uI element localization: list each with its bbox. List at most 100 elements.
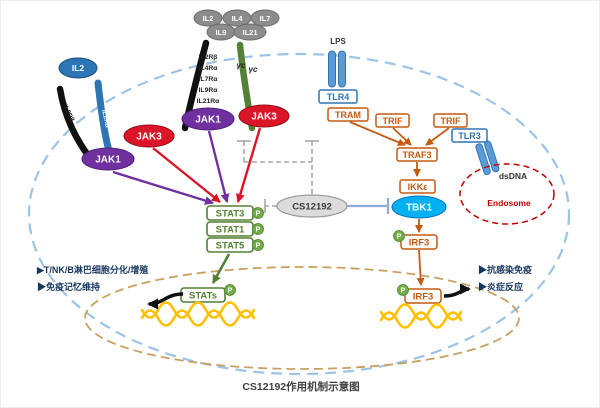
- arrow-stats-to-left-annotations: [147, 292, 184, 310]
- traf3-box: [396, 147, 438, 162]
- receptor-label-il9ra: IL9Rα: [199, 87, 219, 94]
- stat5-label: STAT5: [216, 240, 245, 251]
- endosome-outline: [459, 163, 555, 225]
- jak3-right-ellipse: [238, 104, 290, 128]
- figure-caption: CS12192作用机制示意图: [242, 380, 359, 393]
- stat-stack: STAT3 P STAT1 P STAT5 P: [206, 205, 264, 253]
- inhibitor-cs12192: CS12192: [237, 140, 390, 218]
- il2rb-black-band: [56, 85, 94, 162]
- gamma-c-label-1: γc: [237, 61, 246, 70]
- tlr4-label: TLR4: [327, 92, 350, 102]
- jak1-left-label: JAK1: [95, 155, 121, 166]
- irf3-nuclear-label: IRF3: [413, 291, 434, 302]
- cytokine-il4-label: IL4: [232, 14, 244, 23]
- jak1-right-ellipse: [181, 107, 235, 131]
- arrow-jak3-left-to-stat: [152, 147, 221, 203]
- receptor-label-il7ra: IL7Rα: [199, 76, 219, 83]
- ikke-box: [399, 179, 436, 194]
- arrow-trif-left-to-traf3: [392, 127, 412, 146]
- tlr3-label: TLR3: [458, 131, 481, 141]
- il2-receptor-cluster-left: IL2 IL2Rβ IL2Rα: [56, 57, 114, 162]
- jak-stat-arrows: [112, 127, 262, 205]
- tbk1-label: TBK1: [406, 203, 433, 214]
- tlr3-receptor-capsule-2: [483, 140, 500, 173]
- tlr3-box: [451, 128, 488, 143]
- stat1-label: STAT1: [216, 224, 245, 235]
- annotation-right-line2: ▶炎症反应: [478, 281, 523, 292]
- endosome-label: Endosome: [487, 198, 531, 208]
- tbk1-ellipse: [391, 195, 447, 219]
- tlr4-receptor-capsule-1: [328, 50, 336, 88]
- cytokine-il2-ellipse: [193, 9, 223, 27]
- arrow-stat-to-nucleus: [211, 253, 231, 284]
- irf3-nuclear-phospho-label: P: [401, 288, 406, 295]
- stats-phospho-label: P: [228, 288, 233, 295]
- nucleus-outline: [84, 266, 520, 370]
- irf3-phospho-label: P: [397, 234, 402, 241]
- jak1-right-label: JAK1: [195, 115, 221, 126]
- dna-helix-left-strand2: [140, 309, 256, 327]
- jak1-left-ellipse: [81, 147, 135, 171]
- arrow-trif-right-to-traf3: [425, 127, 450, 146]
- jak3-left-label: JAK3: [136, 132, 162, 143]
- trif-right-box: [433, 113, 468, 128]
- irf3-nuclear-phospho-badge: [397, 284, 409, 296]
- stat3-label: STAT3: [216, 208, 245, 219]
- receptor-label-il21ra: IL21Rα: [197, 98, 221, 105]
- il2-ligand-label: IL2: [72, 63, 85, 73]
- cytokine-il7-ellipse: [250, 9, 280, 27]
- irf3-phospho-badge: [393, 230, 405, 242]
- cytokine-il21-ellipse: [233, 23, 267, 41]
- cell-membrane-outline: [27, 52, 571, 376]
- trif-left-box: [375, 113, 410, 128]
- stat5-phospho-label: P: [256, 243, 261, 250]
- stats-phospho-badge: [224, 284, 236, 296]
- arrow-jak1-right-to-stat: [207, 130, 230, 203]
- irf3-label: IRF3: [409, 237, 430, 248]
- annotation-left-line2: ▶免疫记忆维持: [37, 281, 100, 292]
- tlr4-receptor-capsule-2: [338, 50, 346, 88]
- il2ra-label: IL2Rα: [100, 109, 111, 128]
- tram-label: TRAM: [335, 110, 361, 120]
- annotation-right-line1: ▶抗感染免疫: [478, 264, 532, 275]
- jak-kinases: JAK1 JAK3 JAK1 JAK3: [81, 104, 290, 171]
- arrow-irf3-to-nucleus: [416, 249, 425, 286]
- tlr4-box: [318, 89, 358, 104]
- lps-label: LPS: [330, 37, 346, 46]
- cs12192-ellipse: [276, 194, 348, 218]
- receptor-label-il4ra: IL4Rα: [199, 65, 219, 72]
- tlr-pathway: LPS TLR4 TRAM TRIF TRIF TLR3 dsDNA Endos…: [318, 37, 555, 329]
- stat1-phospho-badge: [252, 223, 264, 235]
- dna-helix-right-strand1: [379, 303, 463, 321]
- trif-left-label: TRIF: [383, 116, 403, 126]
- arrow-jak1-left-to-stat: [112, 170, 214, 205]
- jak3-right-label: JAK3: [251, 112, 277, 123]
- irf3-box: [400, 234, 438, 250]
- tram-box: [327, 107, 369, 122]
- stats-nuclear-label: STATs: [189, 290, 217, 301]
- traf3-label: TRAF3: [403, 150, 432, 160]
- cytokine-il2-label: IL2: [203, 14, 214, 23]
- ikke-label: IKKε: [408, 182, 428, 192]
- dna-helix-right-strand2: [379, 311, 463, 329]
- stat1-phospho-label: P: [256, 227, 261, 234]
- arrow-tram-to-traf3: [349, 121, 406, 146]
- cytokine-il7-label: IL7: [260, 14, 271, 23]
- dsdna-label: dsDNA: [499, 171, 527, 181]
- inhibition-lines-to-jak-stat: [237, 140, 319, 213]
- cytokine-il21-label: IL21: [242, 28, 257, 37]
- trif-right-label: TRIF: [441, 116, 461, 126]
- gamma-c-label-2: γc: [249, 65, 258, 74]
- stat3-phospho-label: P: [256, 211, 261, 218]
- dna-helix-left-strand1: [140, 301, 256, 319]
- stat3-phospho-badge: [252, 207, 264, 219]
- arrow-jak3-right-to-stat: [235, 127, 262, 203]
- annotation-left-line1: ▶T/NK/B淋巴细胞分化/增殖: [36, 264, 148, 275]
- receptor-label-il2rb: IL2Rβ: [199, 54, 218, 61]
- cs12192-label: CS12192: [292, 202, 332, 213]
- stat5-phospho-badge: [252, 239, 264, 251]
- il2-ligand-ellipse: [58, 57, 98, 79]
- cytokine-il9-label: IL9: [216, 28, 227, 37]
